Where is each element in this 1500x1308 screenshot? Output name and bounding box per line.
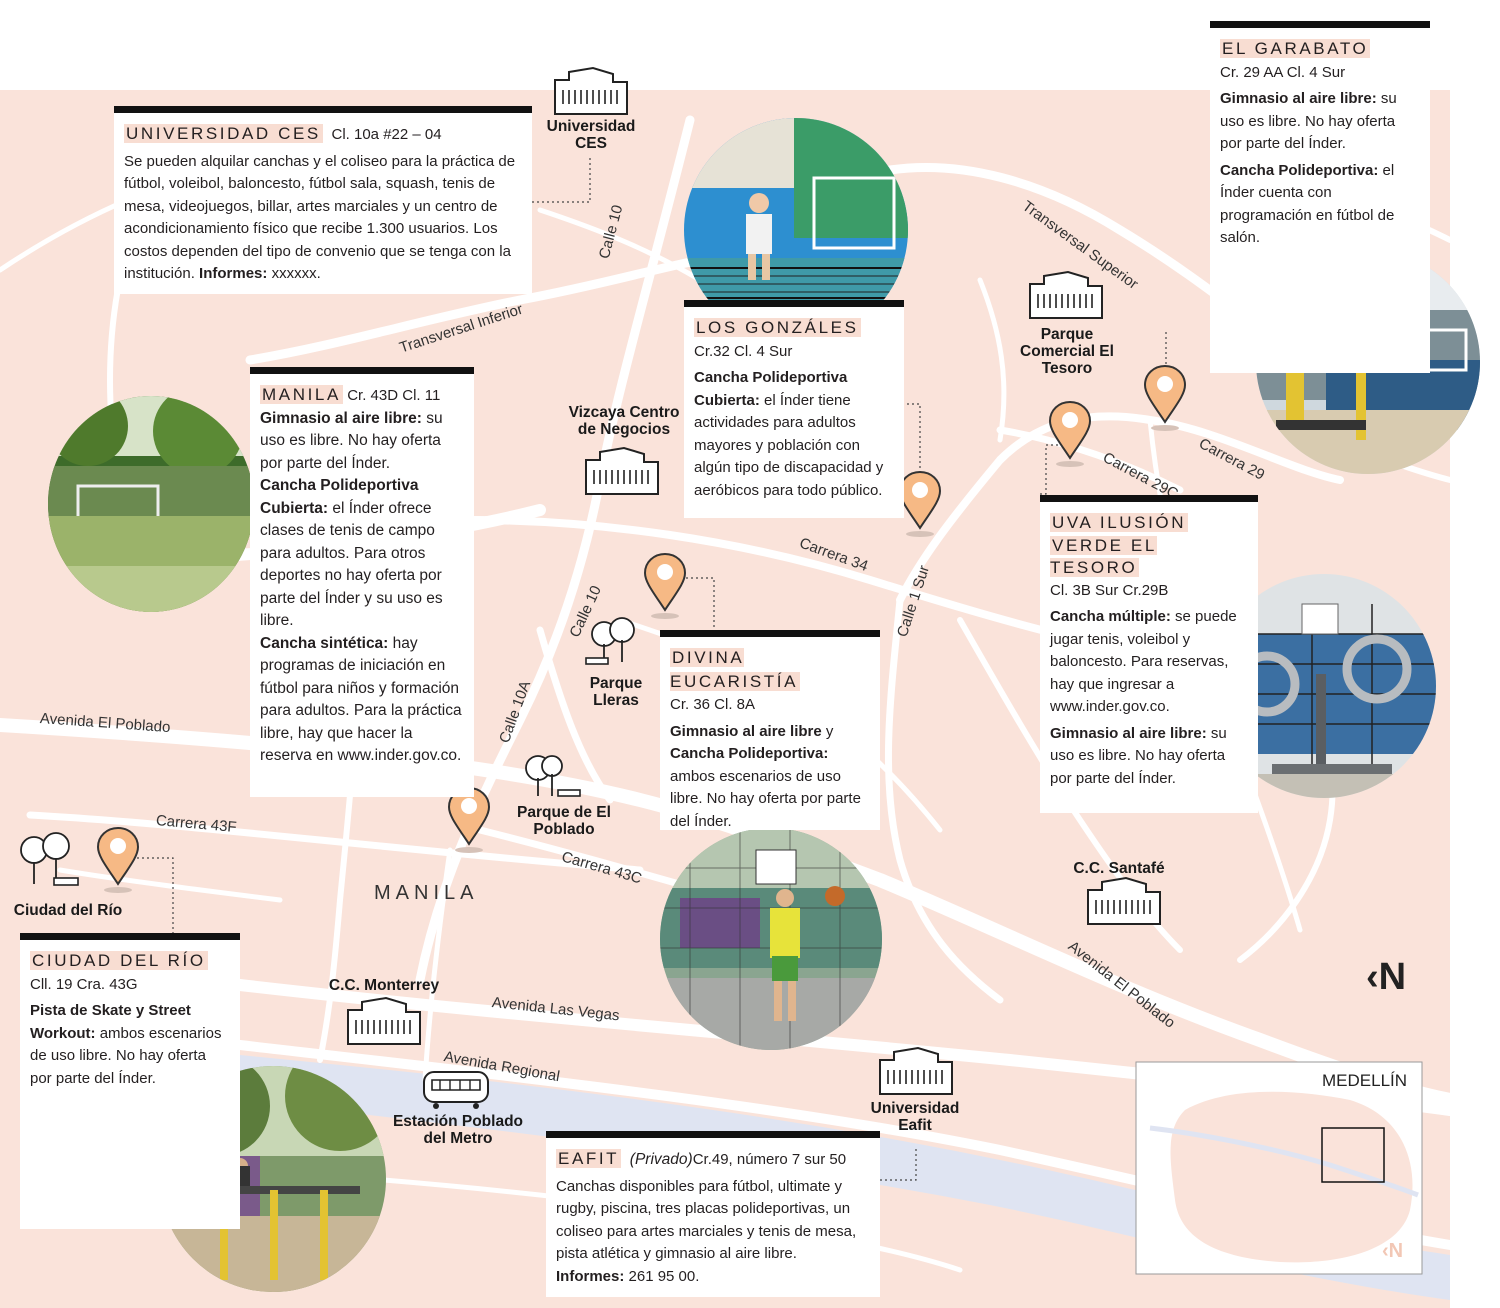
box-section-label: Cancha sintética: [260,634,389,652]
north-arrow-icon: ‹N [1366,956,1407,998]
map-pin-icon[interactable] [96,826,140,894]
info-box-ciudad-del-rio: CIUDAD DEL RÍO Cll. 19 Cra. 43G Pista de… [20,933,240,1229]
box-section-text: su uso es libre. No hay oferta por parte… [1050,724,1227,787]
landmark-parque-de-el-poblado: Parque de El Poblado [517,804,611,838]
landmark-cc-santafe: C.C. Santafé [1073,860,1165,877]
box-section-label: Gimnasio al aire libre [670,722,822,740]
park-icon [525,755,581,797]
box-body: Canchas disponibles para fútbol, ultimat… [556,1177,857,1263]
basketball-court-photo [660,828,882,1050]
box-title: EAFIT [556,1149,622,1168]
train-icon [423,1071,489,1109]
box-section-text: se puede jugar tenis, voleibol y balonce… [1050,608,1237,715]
info-box-el-garabato: EL GARABATO Cr. 29 AA Cl. 4 Sur Gimnasio… [1210,21,1430,373]
box-title: EL GARABATO [1220,39,1371,58]
box-section-text: el Índer ofrece clases de tenis de campo… [260,499,443,630]
landmark-cc-monterrey: C.C. Monterrey [328,977,440,994]
landmark-universidad-eafit: Universidad Eafit [870,1100,960,1134]
landmark-universidad-ces: Universidad CES [546,118,636,152]
box-title: DIVINA EUCARISTÍA [670,648,801,691]
info-box-divina-eucaristia: DIVINA EUCARISTÍA Cr. 36 Cl. 8A Gimnasio… [660,630,880,830]
box-title-line2: VERDE EL TESORO [1050,535,1157,577]
box-info-label: Informes: [556,1267,625,1285]
box-address: Cr.49, número 7 sur 50 [692,1151,847,1168]
box-title: CIUDAD DEL RÍO [30,951,208,970]
landmark-parque-lleras: Parque Lleras [589,675,643,709]
info-box-universidad-ces: UNIVERSIDAD CES Cl. 10a #22 – 04 Se pued… [114,106,532,294]
landmark-estacion-poblado: Estación Poblado del Metro [392,1113,524,1147]
box-section-text: el Índer tiene actividades para adultos … [694,391,884,499]
landmark-ciudad-del-rio: Ciudad del Río [13,902,123,919]
park-icon [20,832,79,886]
district-label-manila: MANILA [374,882,479,904]
box-section-text: su uso es libre. No hay oferta por parte… [1220,90,1397,152]
building-icon [1087,876,1161,925]
box-private-tag: (Privado) [629,1151,693,1168]
box-info-value: 261 95 00. [628,1267,700,1285]
building-icon [554,66,628,115]
box-title: MANILA [260,385,343,404]
building-icon [347,996,421,1045]
box-section-label: Gimnasio al aire libre: [1050,724,1207,742]
inset-title: MEDELLÍN [1322,1071,1408,1090]
building-icon [879,1046,953,1095]
box-address: Cr. 29 AA Cl. 4 Sur [1220,63,1346,81]
box-section-label: Pista de Skate y Street Workout: [30,1002,191,1042]
box-address: Cr. 43D Cl. 11 [347,387,441,404]
box-section-text: hay programas de iniciación en fútbol pa… [260,634,462,765]
park-icon [585,617,635,665]
box-section-text: ambos escenarios de uso libre. No hay of… [30,1024,222,1087]
info-box-manila: MANILA Cr. 43D Cl. 11 Gimnasio al aire l… [250,367,474,797]
box-section-label: Cancha múltiple: [1050,608,1171,625]
info-box-uva-ilusion: UVA ILUSIÓN VERDE EL TESORO Cl. 3B Sur C… [1040,495,1258,813]
box-section-label: Cancha Polideportiva Cubierta: [694,369,848,409]
football-field-photo [48,396,254,612]
info-box-los-gonzales: LOS GONZÁLES Cr.32 Cl. 4 Sur Cancha Poli… [684,300,904,518]
box-address: Cr. 36 Cl. 8A [670,696,756,713]
map-pin-icon[interactable] [898,470,942,538]
landmark-parque-comercial-el-tesoro: Parque Comercial El Tesoro [1020,326,1114,377]
map-pin-icon[interactable] [643,552,687,620]
building-icon [1029,270,1103,319]
box-title: UNIVERSIDAD CES [124,124,323,143]
info-box-eafit: EAFIT (Privado)Cr.49, número 7 sur 50 Ca… [546,1131,880,1297]
box-section-label: Cancha Polideportiva: [1220,161,1379,179]
map-pin-icon[interactable] [447,786,491,854]
box-section-text: su uso es libre. No hay oferta por parte… [260,409,443,472]
box-address: Cll. 19 Cra. 43G [30,975,138,993]
box-title: UVA ILUSIÓN [1050,513,1189,532]
box-section-label: Gimnasio al aire libre: [260,409,422,427]
inset-highlight-box [1321,1127,1385,1183]
box-address: Cl. 10a #22 – 04 [331,126,442,143]
building-icon [585,446,659,495]
map-pin-icon[interactable] [1048,400,1092,468]
inset-logo: ‹N [1382,1240,1404,1262]
map-pin-icon[interactable] [1143,364,1187,432]
box-info-label: Informes: [199,265,268,282]
box-body: Se pueden alquilar canchas y el coliseo … [124,152,516,283]
box-address: Cl. 3B Sur Cr.29B [1050,581,1169,599]
box-title: LOS GONZÁLES [694,318,861,337]
medellin-inset-map [1135,1061,1423,1275]
box-section-join: y [825,722,834,740]
leader-lines [132,158,1167,1181]
box-section-text: ambos escenarios de uso libre. No hay of… [670,767,861,830]
box-section-label: Cancha Polideportiva Cubierta: [260,477,419,517]
box-section-text: el Índer cuenta con programación en fútb… [1220,161,1395,247]
box-section-label-2: Cancha Polideportiva: [670,745,829,762]
box-address: Cr.32 Cl. 4 Sur [694,342,793,360]
box-section-label: Gimnasio al aire libre: [1220,90,1377,107]
landmark-vizcaya: Vizcaya Centro de Negocios [568,404,680,438]
box-info-value: xxxxxx. [271,265,321,282]
